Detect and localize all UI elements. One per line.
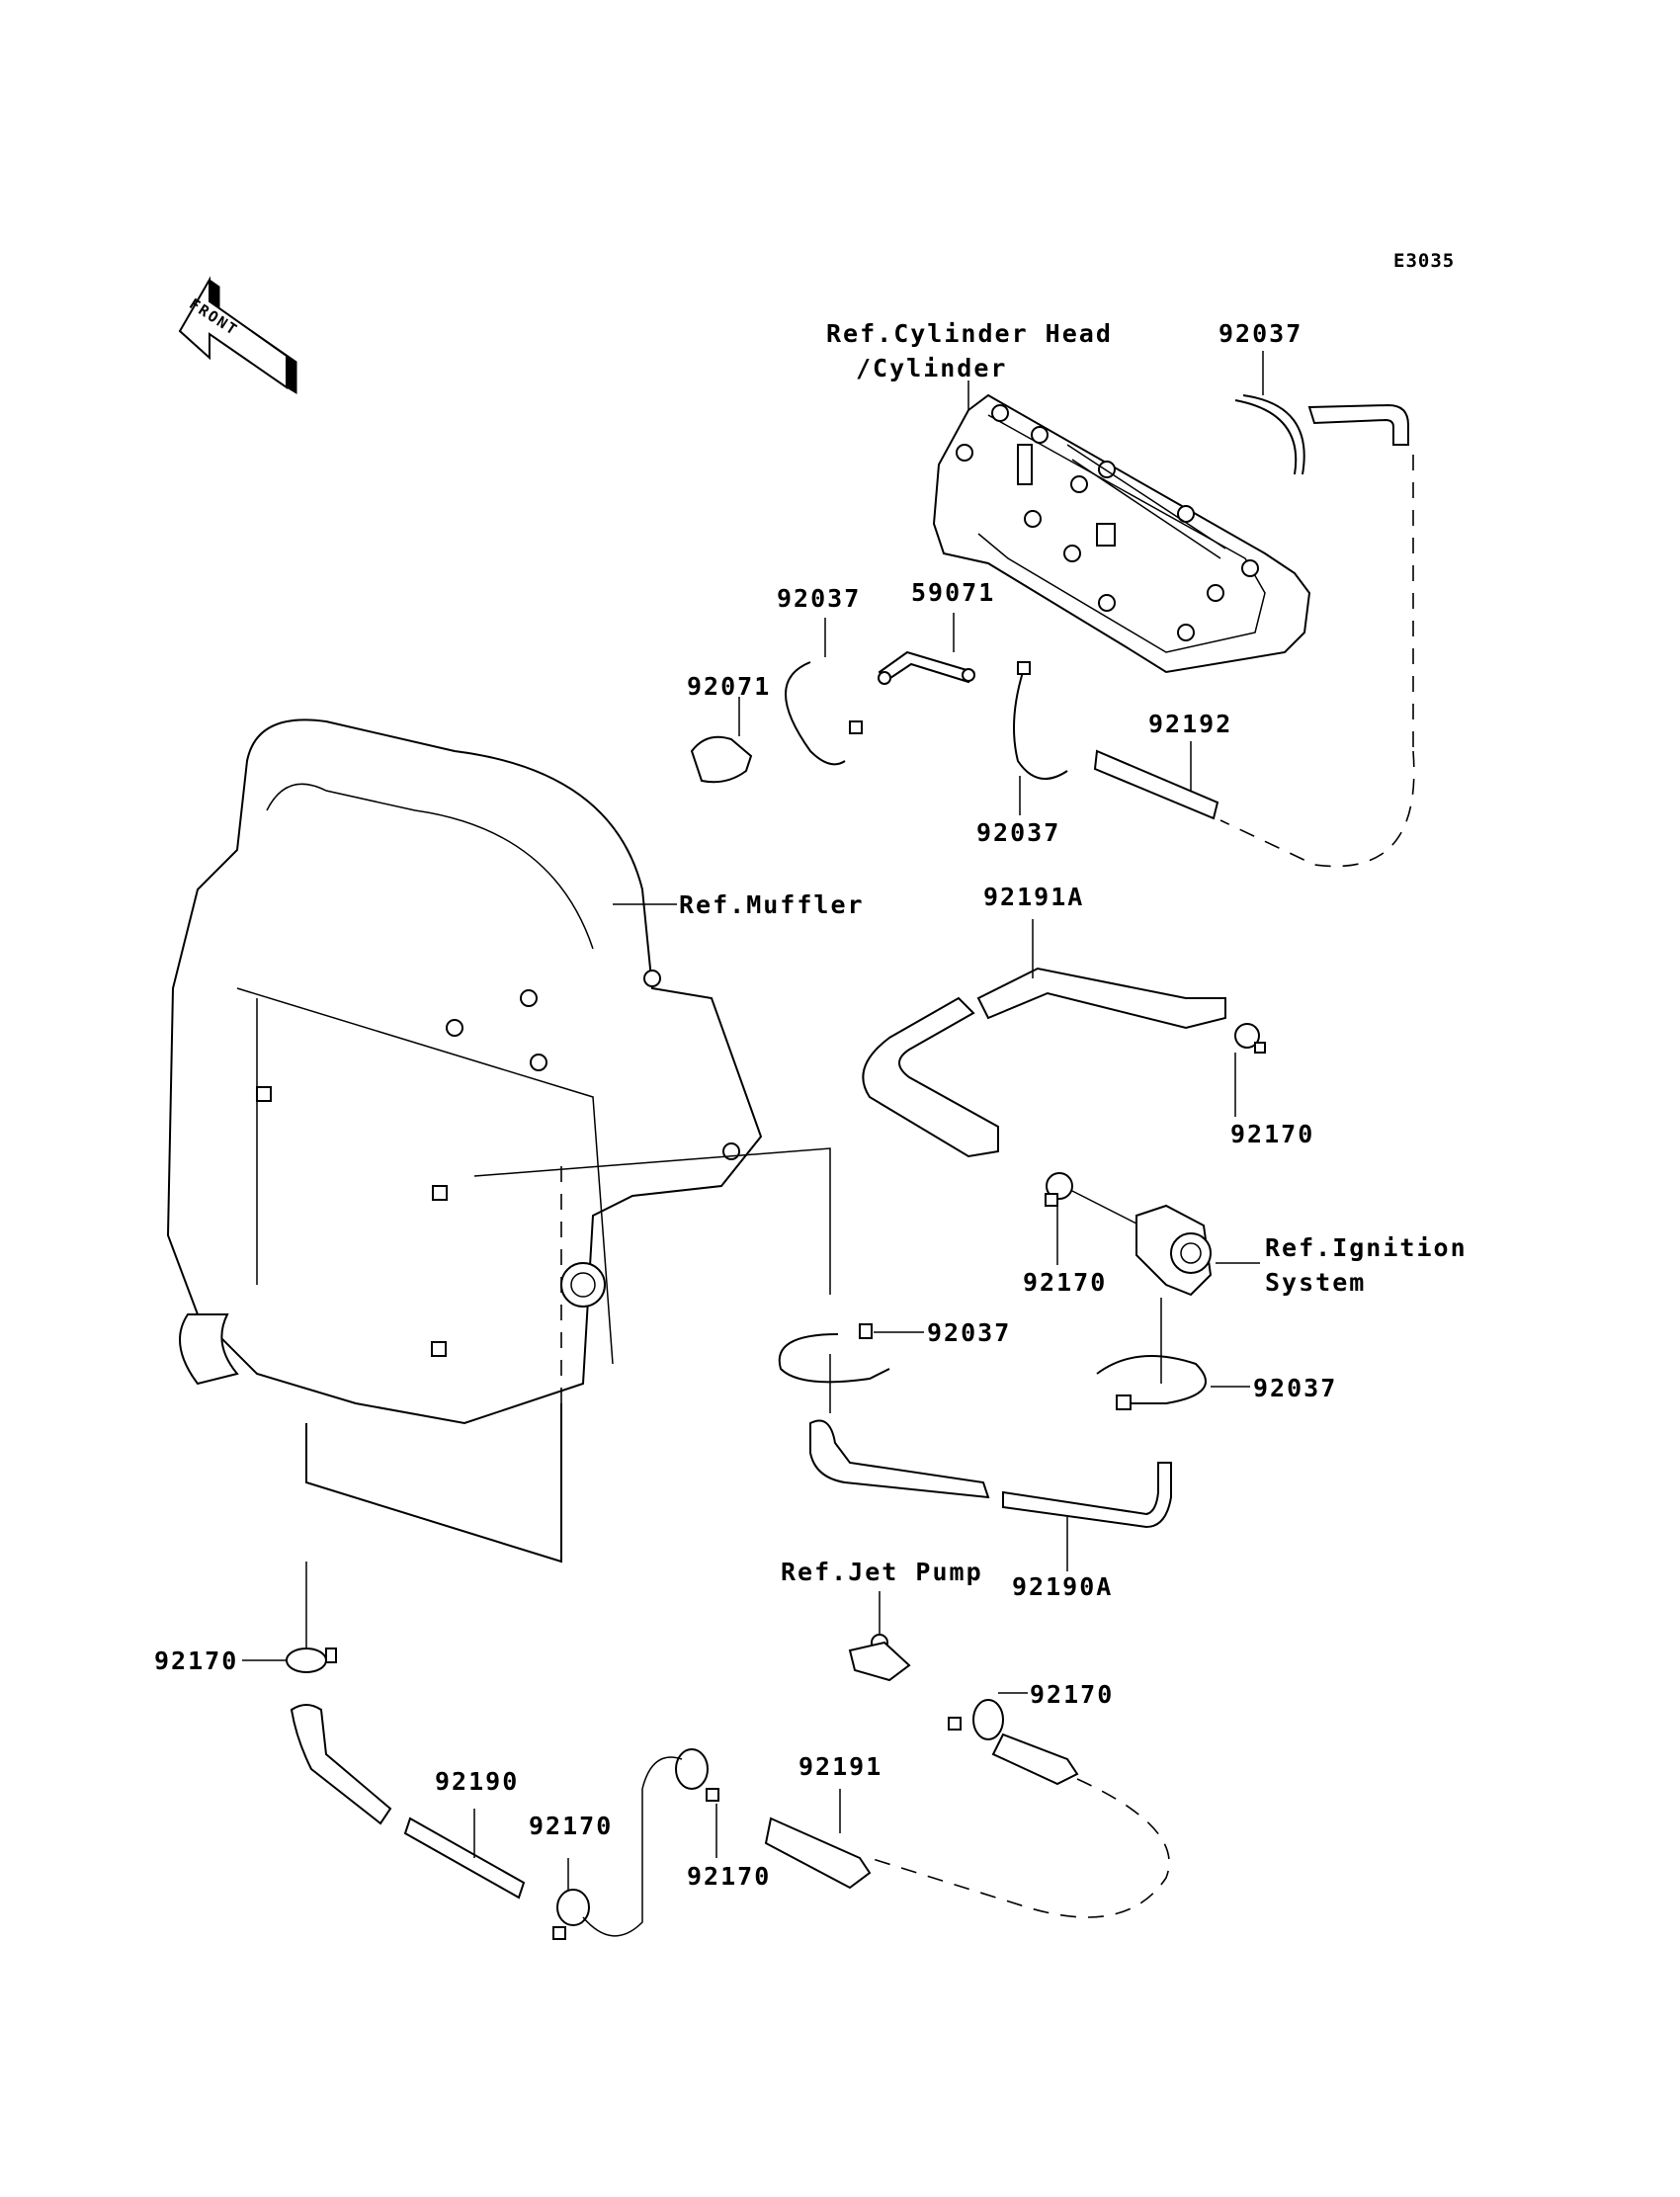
part-label-92190a[interactable]: 92190A [1012, 1572, 1114, 1601]
part-label-92170-lower-a[interactable]: 92170 [529, 1812, 614, 1840]
diagram-code: E3035 [1393, 250, 1456, 272]
part-label-92192[interactable]: 92192 [1148, 710, 1233, 738]
ref-cylinder-head-label: Ref.Cylinder Head [826, 319, 1113, 348]
part-label-92170-right[interactable]: 92170 [1230, 1120, 1315, 1148]
cylinder-head-drawing [932, 393, 1311, 674]
part-label-92170-jet-pump[interactable]: 92170 [1030, 1680, 1115, 1709]
part-label-92037-middle[interactable]: 92037 [927, 1318, 1012, 1347]
lower-hoses-drawing [286, 1562, 1170, 1940]
top-hose-drawing [1219, 394, 1415, 868]
front-arrow-icon [178, 276, 297, 394]
part-label-92071[interactable]: 92071 [687, 672, 772, 701]
fitting-area-drawing [690, 650, 1219, 820]
part-label-92170-lower-b[interactable]: 92170 [687, 1862, 772, 1891]
ignition-part-drawing [1045, 1172, 1213, 1410]
part-label-92191a[interactable]: 92191A [983, 883, 1085, 911]
ref-ignition-label: Ref.Ignition [1265, 1233, 1468, 1262]
part-label-92190[interactable]: 92190 [435, 1767, 520, 1796]
ref-jet-pump-label: Ref.Jet Pump [781, 1558, 983, 1586]
part-label-92037-top[interactable]: 92037 [1218, 319, 1303, 348]
hose-92190a-drawing [778, 1323, 1172, 1571]
part-label-59071[interactable]: 59071 [911, 578, 996, 607]
hose-92191a-drawing [862, 967, 1266, 1158]
part-label-92191[interactable]: 92191 [798, 1752, 883, 1781]
part-label-92170-left[interactable]: 92170 [154, 1647, 239, 1675]
part-label-92037-upper[interactable]: 92037 [777, 584, 862, 613]
part-label-92170-ignition[interactable]: 92170 [1023, 1268, 1108, 1297]
ref-ignition-system-label: System [1265, 1268, 1367, 1297]
ref-muffler-label: Ref.Muffler [679, 890, 865, 919]
leader-lines [242, 351, 1264, 1694]
part-label-92037-lower[interactable]: 92037 [976, 818, 1061, 847]
jet-pump-fitting-drawing [848, 1591, 911, 1682]
ref-cylinder-label: /Cylinder [856, 354, 1008, 382]
muffler-drawing [166, 718, 831, 1563]
part-label-92037-ignition[interactable]: 92037 [1253, 1374, 1338, 1402]
